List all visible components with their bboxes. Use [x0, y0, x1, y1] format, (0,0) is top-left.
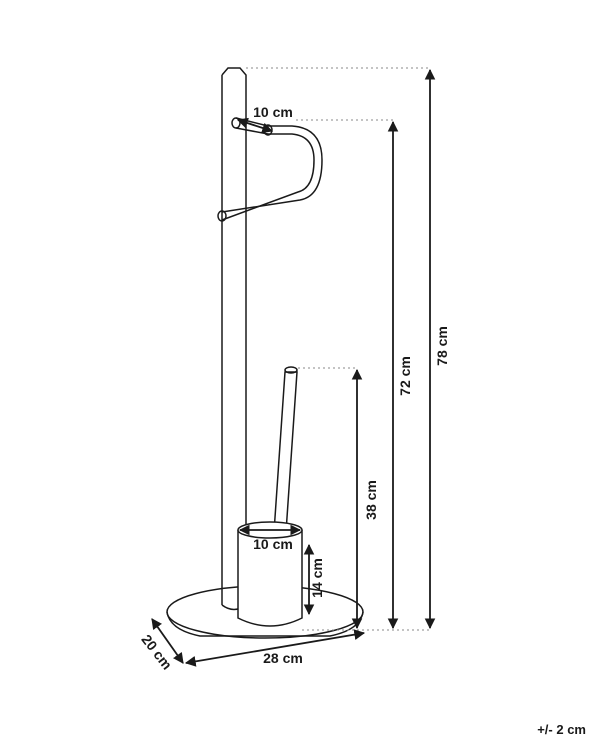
brush-handle — [273, 366, 298, 533]
arrow-base-width — [184, 629, 366, 667]
label-cup-height: 14 cm — [309, 558, 325, 598]
tolerance-note: +/- 2 cm — [537, 722, 586, 737]
label-base-depth: 20 cm — [138, 631, 175, 672]
label-brush-height: 38 cm — [363, 480, 379, 520]
arrow-base-depth — [151, 618, 184, 664]
label-holder-depth: 10 cm — [253, 104, 293, 120]
label-holder-height: 72 cm — [397, 356, 413, 396]
label-total-height: 78 cm — [434, 326, 450, 366]
dimension-arrows — [151, 68, 436, 667]
paper-holder-arm — [217, 117, 323, 222]
arrow-holder-depth — [236, 117, 274, 134]
label-cup-diameter: 10 cm — [253, 536, 293, 552]
label-base-width: 28 cm — [263, 650, 303, 666]
